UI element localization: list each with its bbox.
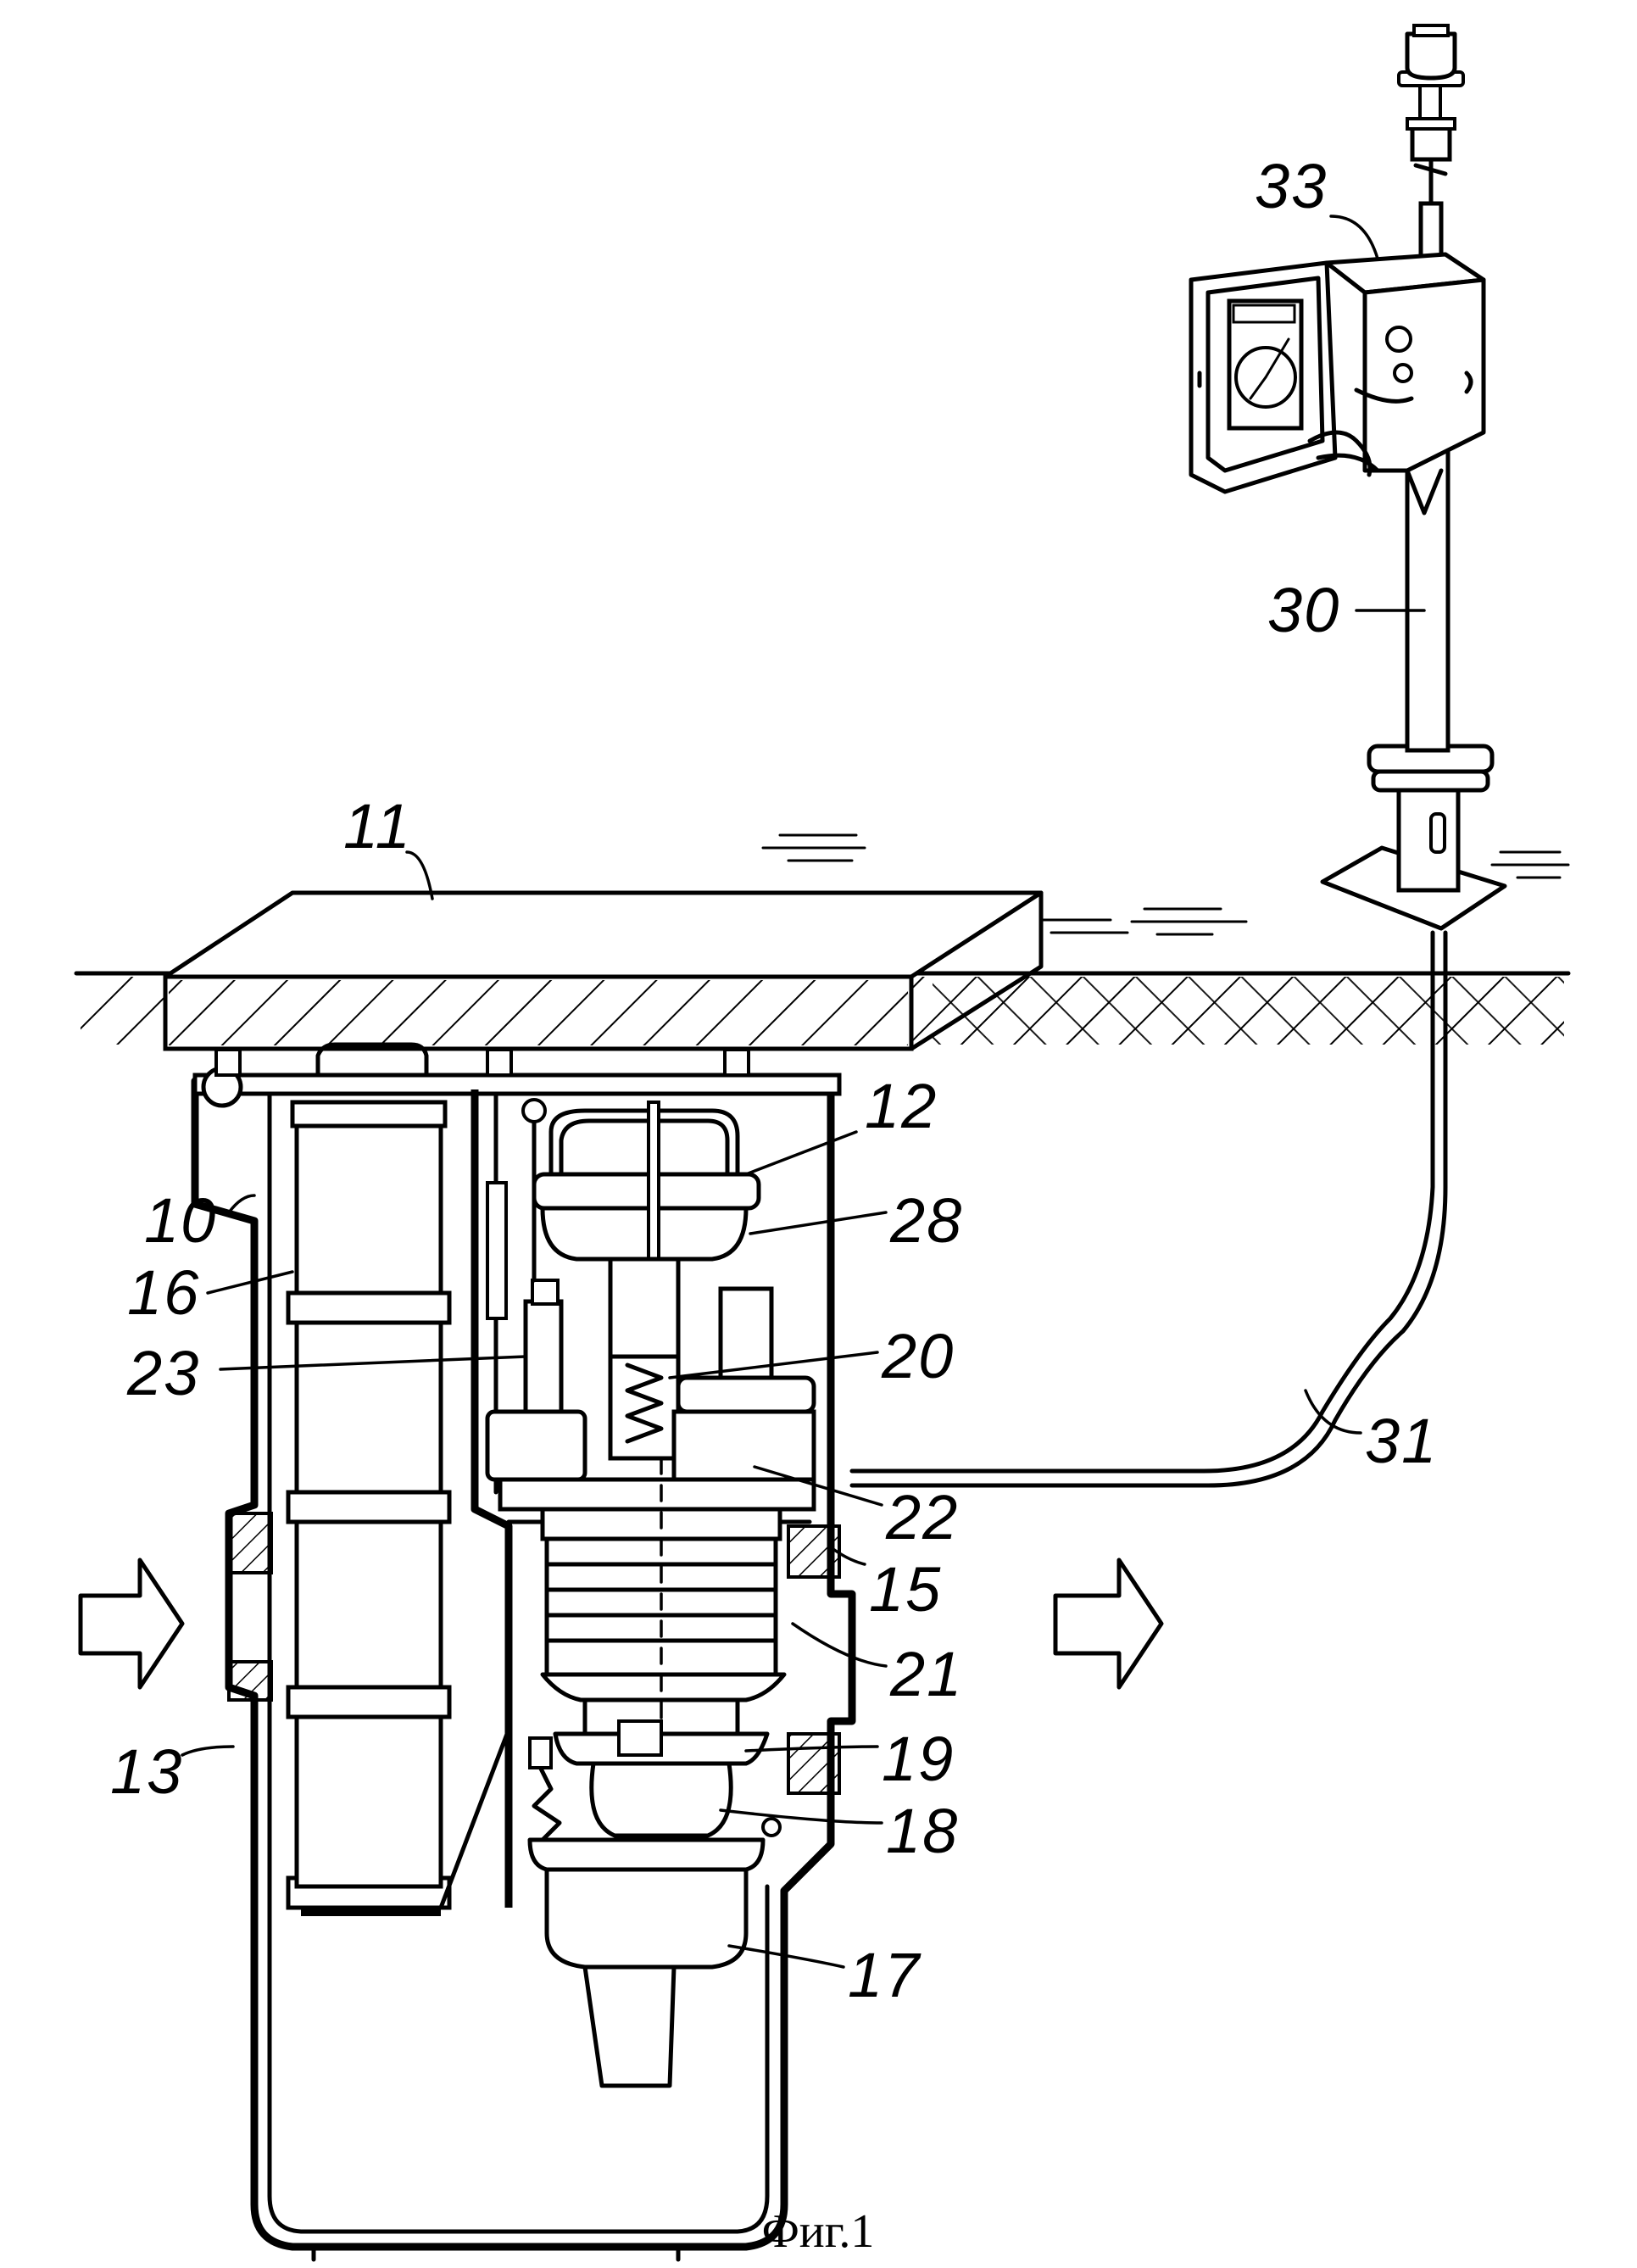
outlet-flange-bottom	[788, 1734, 839, 1793]
label-19: 19	[882, 1724, 955, 1794]
leader-16	[208, 1272, 292, 1293]
outlet-flange-top	[788, 1526, 839, 1577]
filter-ring-1	[288, 1293, 449, 1323]
label-12: 12	[865, 1071, 938, 1141]
label-16: 16	[127, 1257, 200, 1328]
valve-nut	[619, 1721, 661, 1755]
inlet-arrow	[81, 1560, 182, 1687]
filter-base	[301, 1908, 441, 1916]
post-slot	[1431, 814, 1445, 852]
vessel-base	[487, 1412, 585, 1479]
stem-housing	[610, 1259, 678, 1361]
post	[1322, 25, 1505, 928]
stack-bottom-bell	[543, 1675, 784, 1700]
cover-plate-hatch	[169, 980, 908, 1045]
label-20: 20	[881, 1321, 955, 1391]
filter-body-lower	[297, 1717, 441, 1886]
tank-lid	[195, 1075, 839, 1094]
indicator-strip	[487, 1183, 506, 1318]
leader-21	[793, 1624, 886, 1666]
chart-header-strip	[1233, 305, 1295, 322]
recorder-box	[1191, 254, 1484, 513]
lower-valve	[530, 1721, 780, 2086]
label-22: 22	[885, 1482, 959, 1552]
inlet-flange-top	[229, 1513, 271, 1573]
drain-latch	[763, 1819, 780, 1836]
leader-13	[182, 1747, 233, 1755]
filter-cartridge	[288, 872, 449, 2268]
box-knob-2	[1395, 365, 1411, 382]
inlet-flange-bottom	[229, 1662, 271, 1700]
post-flange-bottom	[1373, 772, 1488, 790]
leader-33	[1331, 216, 1378, 259]
pipe-loop-inner	[561, 1121, 727, 1174]
label-10: 10	[144, 1185, 217, 1256]
meter-base-plate	[500, 1479, 814, 1509]
filter-cap-top	[292, 1102, 445, 1126]
post-pipe	[1407, 449, 1448, 750]
sediment-bowl-17	[547, 1870, 746, 1967]
label-15: 15	[869, 1554, 942, 1624]
meter-assembly	[487, 1100, 814, 1509]
valve-body-18	[592, 1764, 731, 1836]
leader-18	[721, 1810, 882, 1823]
leader-12	[746, 1132, 856, 1174]
label-17: 17	[848, 1940, 922, 2010]
label-13: 13	[110, 1736, 183, 1807]
label-11: 11	[343, 791, 412, 861]
diaphragm-housing	[543, 1208, 746, 1259]
clamp-lever	[530, 1738, 551, 1768]
beacon-light	[1407, 34, 1455, 78]
box-knob	[1387, 327, 1411, 351]
label-21: 21	[889, 1639, 963, 1709]
label-23: 23	[126, 1338, 200, 1408]
outlet-arrow	[1055, 1560, 1161, 1687]
figure-caption: Фиг.1	[762, 2205, 875, 2258]
partition-brace	[441, 1730, 509, 1908]
label-31: 31	[1365, 1406, 1438, 1476]
label-28: 28	[889, 1185, 963, 1256]
label-18: 18	[886, 1796, 959, 1866]
drain-cone	[585, 1967, 674, 2086]
label-30: 30	[1267, 575, 1340, 645]
post-stem	[1420, 83, 1440, 119]
label-33: 33	[1255, 151, 1328, 221]
filter-body	[297, 1126, 441, 1753]
vessel-cap	[532, 1280, 558, 1304]
bowl-rim	[530, 1840, 763, 1870]
leader-28	[750, 1212, 886, 1234]
gear-disk	[678, 1378, 814, 1412]
filter-ring-3	[288, 1687, 449, 1717]
beacon-cap	[1414, 25, 1448, 36]
diaphragm-top-plate	[534, 1174, 759, 1208]
post-joint	[1412, 127, 1450, 159]
lever-knob	[523, 1100, 545, 1122]
ground-hatch-right	[933, 977, 1564, 1045]
leader-10	[229, 1195, 254, 1212]
filter-ring-2	[288, 1492, 449, 1522]
